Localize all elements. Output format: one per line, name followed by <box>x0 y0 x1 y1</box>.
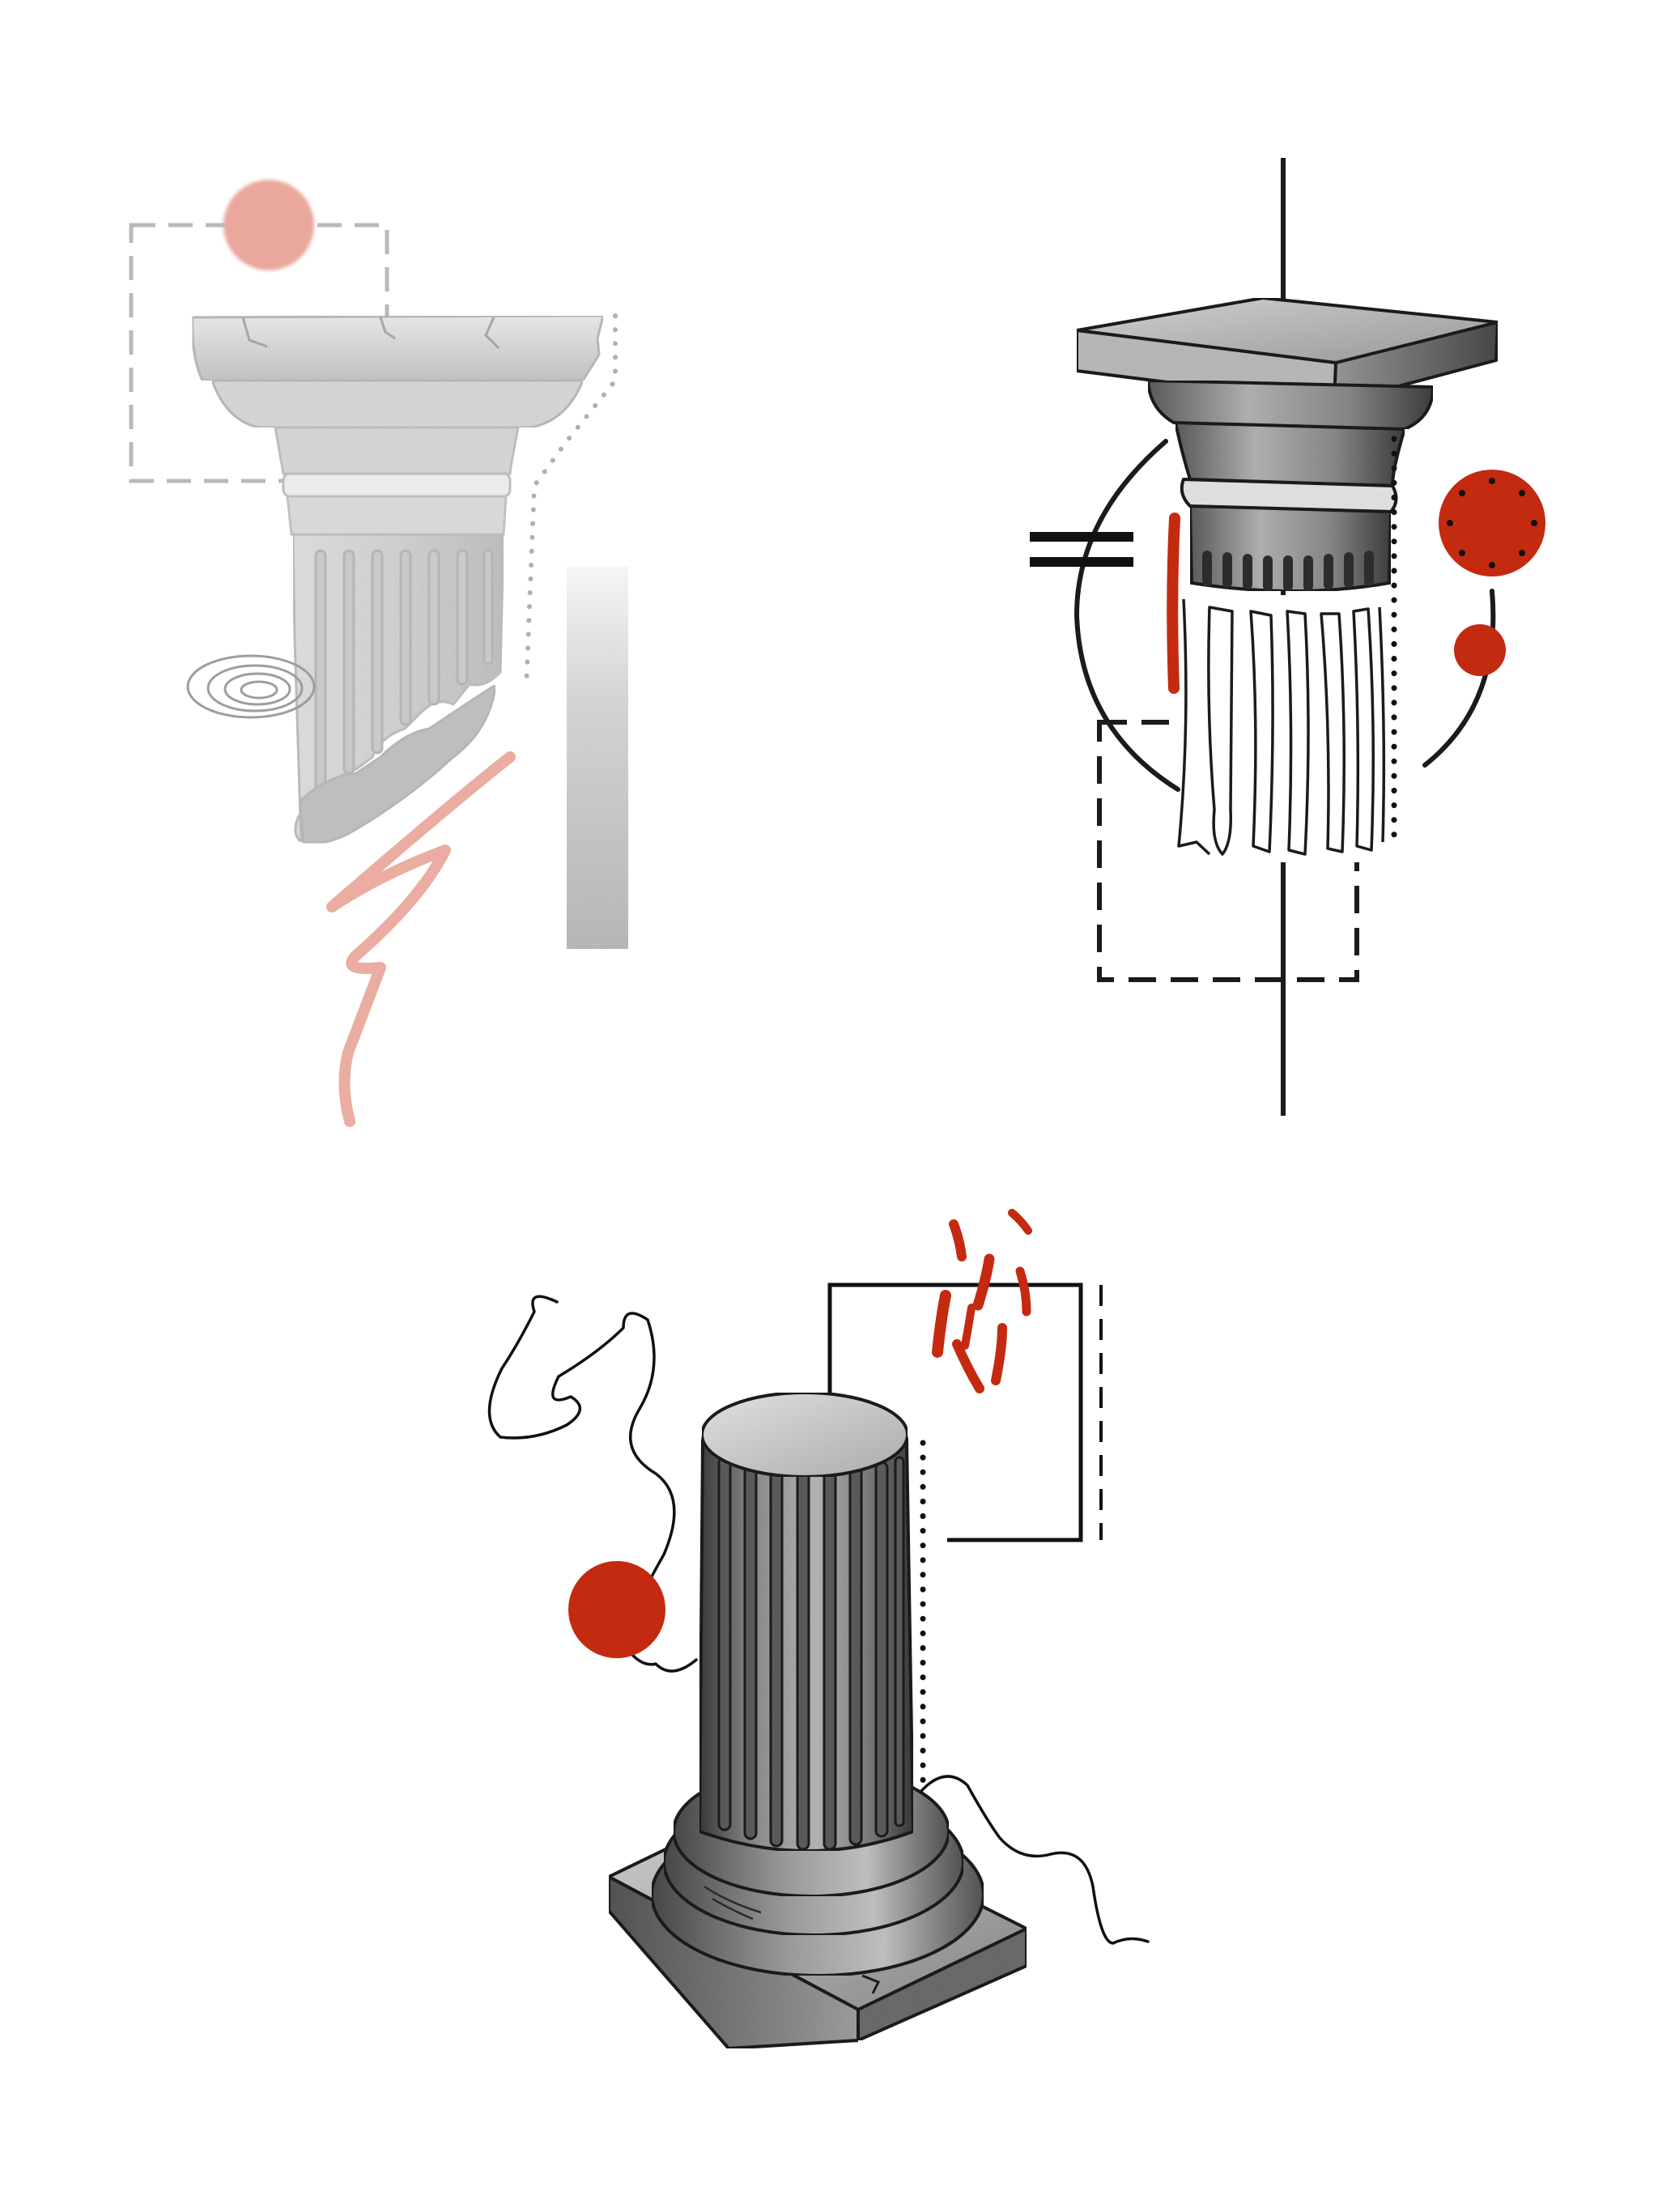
wiggly-line-right <box>920 1775 1150 1945</box>
capital-neck-dark <box>1173 420 1407 488</box>
equals-bar-bottom <box>1030 557 1133 567</box>
red-dot-left <box>568 1561 665 1658</box>
capital-ring <box>282 472 512 498</box>
fluted-column-on-base <box>487 1209 1150 2051</box>
capital-collar-dark <box>1188 504 1393 593</box>
plinth-side <box>857 1925 1028 2044</box>
shaft-line-flutes <box>1177 598 1386 856</box>
speckled-bar <box>567 567 628 949</box>
broken-fragment <box>298 683 497 844</box>
capital-crack <box>241 317 500 350</box>
capital-collar <box>286 495 508 536</box>
capital-echinus <box>210 379 585 429</box>
dotted-guide <box>524 313 618 691</box>
arc-right <box>1422 589 1496 768</box>
arc-left <box>1073 439 1180 792</box>
equals-bar-top <box>1030 532 1133 542</box>
column-top <box>700 1391 909 1478</box>
plinth-crack <box>861 1974 881 1994</box>
zigzag-stroke <box>326 751 516 1127</box>
spiral-scribble <box>186 654 316 719</box>
collar-flutes <box>1202 551 1374 591</box>
red-stroke <box>1167 513 1180 694</box>
red-sun-dotted <box>1439 470 1545 576</box>
base-shading-lines <box>704 1885 762 1921</box>
faded-sun-dot <box>223 180 314 270</box>
line-drawn-column <box>1030 158 1545 1116</box>
red-dot-small <box>1454 624 1506 676</box>
red-sun-dots <box>1447 478 1537 568</box>
capital-slab <box>191 314 605 382</box>
bracket-line <box>827 1283 1083 1542</box>
capital-neck <box>274 426 520 475</box>
faded-broken-column <box>129 180 628 1127</box>
red-brush-strokes <box>932 1209 1032 1393</box>
